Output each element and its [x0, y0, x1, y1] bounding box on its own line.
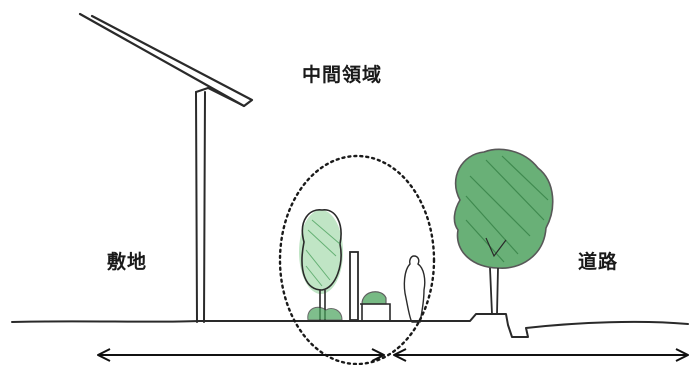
site-label: 敷地 — [107, 251, 148, 273]
building-roof — [78, 12, 254, 108]
road-extent-arrow — [393, 348, 689, 362]
road-label: 道路 — [578, 251, 619, 273]
site-extent-arrow — [97, 348, 385, 362]
post — [349, 251, 359, 321]
bench-planter — [360, 291, 391, 322]
building-wall — [194, 86, 245, 323]
intermediate-area-label: 中間領域 — [302, 64, 383, 86]
street-tree — [453, 148, 554, 315]
shrub — [307, 306, 343, 321]
ground-line — [11, 313, 689, 338]
small-tree — [299, 209, 343, 320]
intermediate-area-circle — [278, 154, 436, 365]
person-figure — [403, 255, 426, 323]
